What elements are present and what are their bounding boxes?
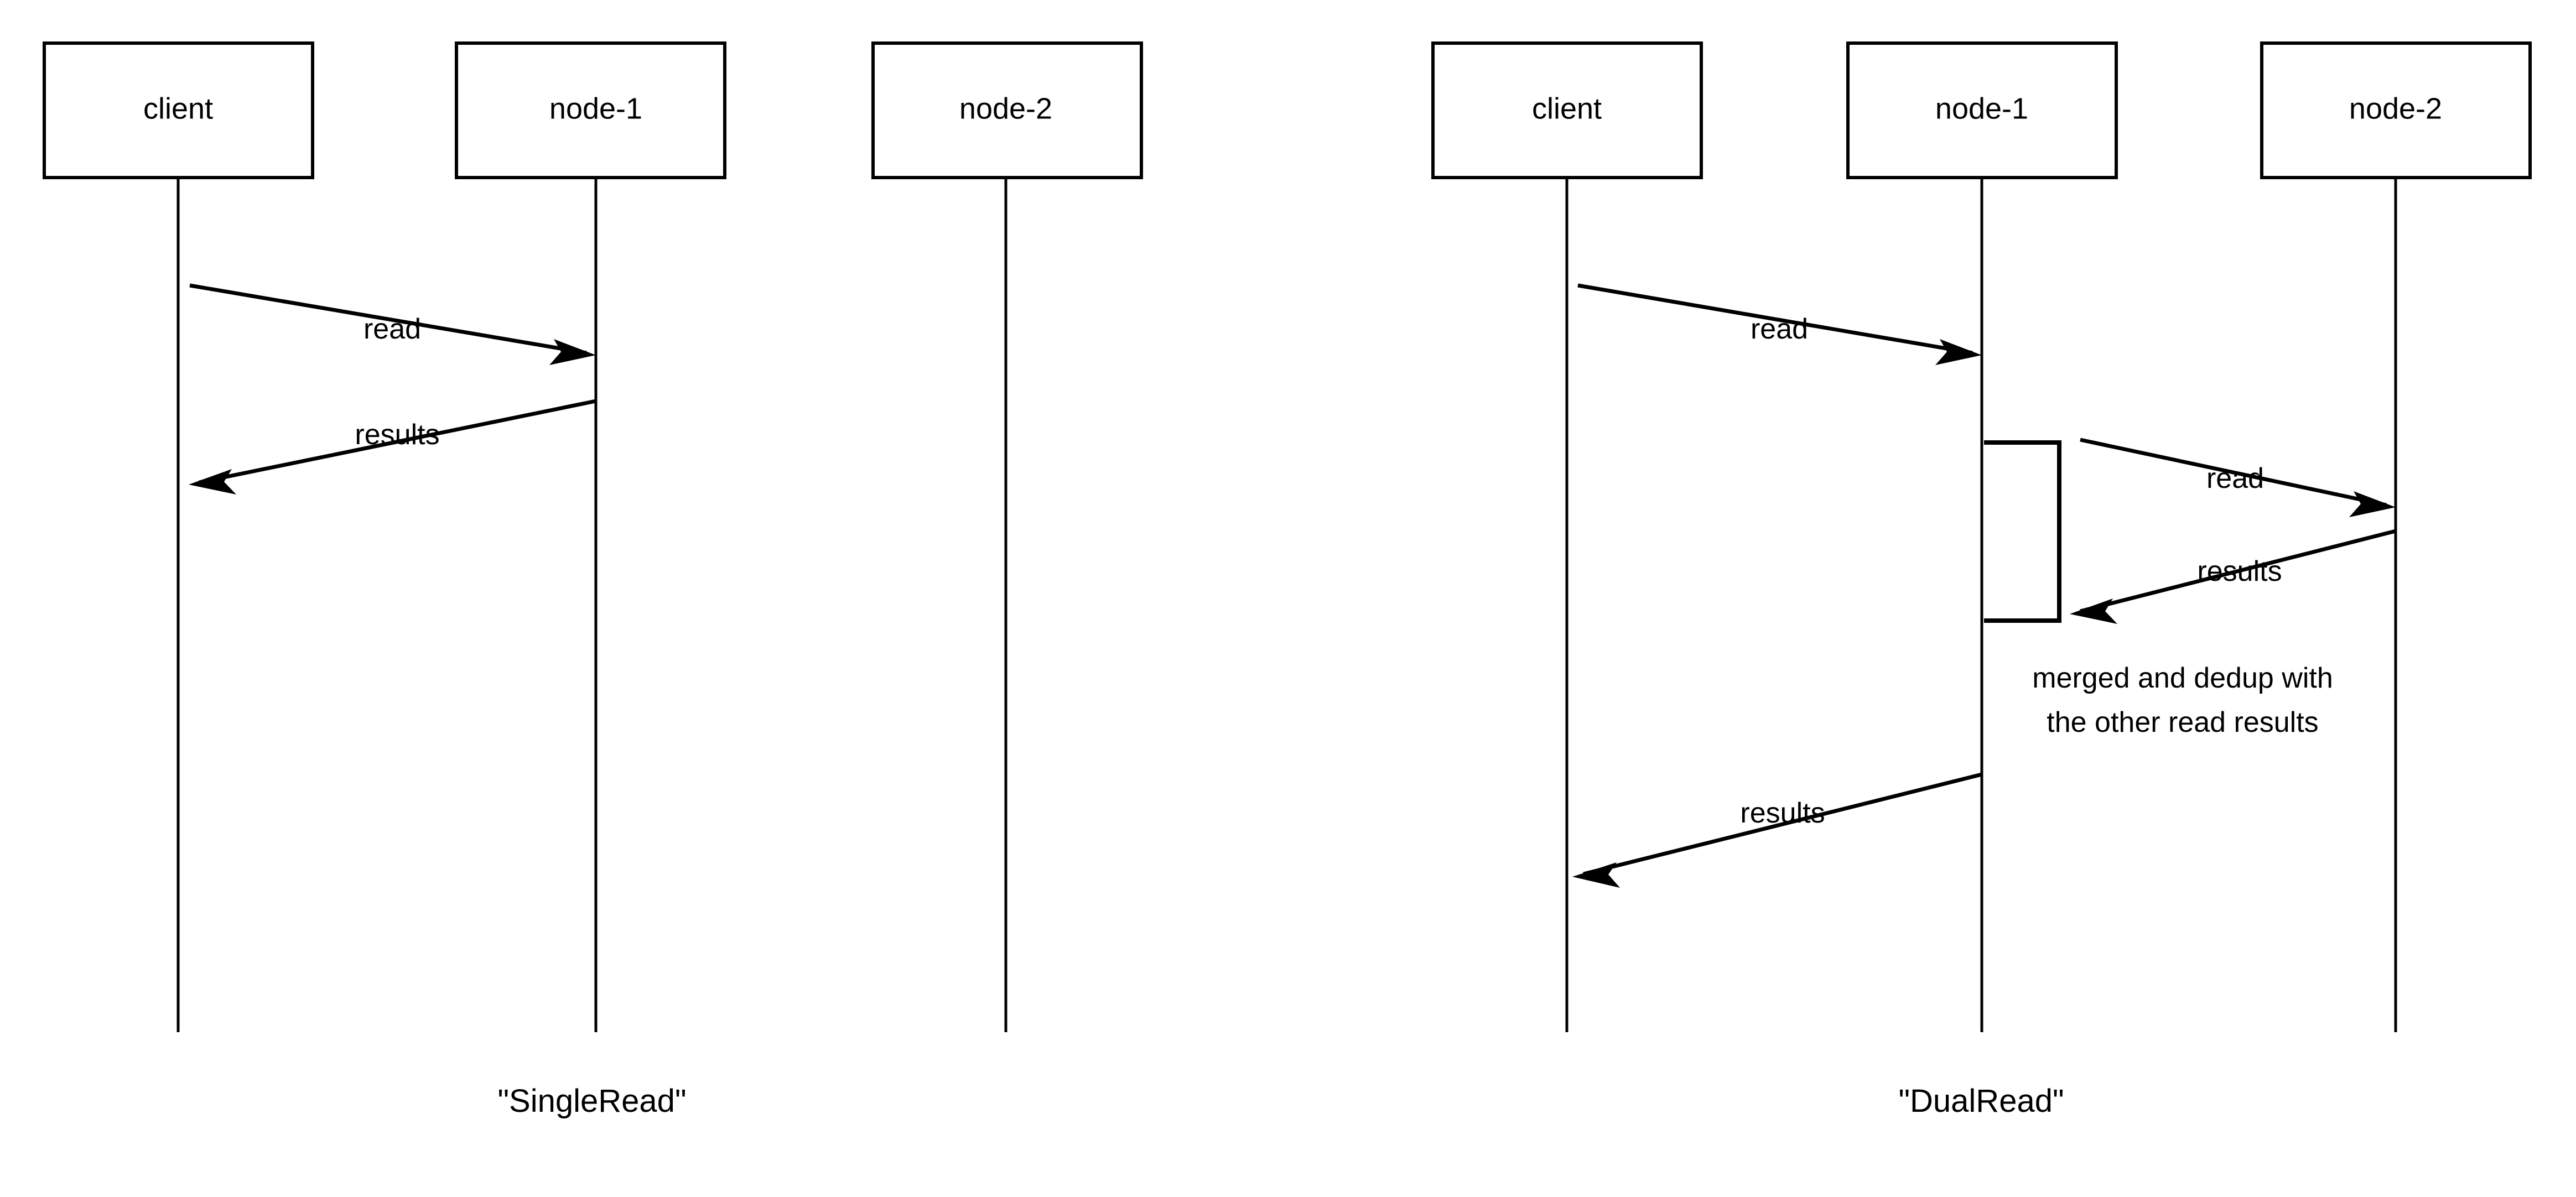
participant-box-node-1-single <box>455 41 726 179</box>
participant-label-client-dual: client <box>1532 92 1602 125</box>
participant-box-client-single <box>43 41 314 179</box>
participant-box-node-2-single <box>871 41 1143 179</box>
message-read-node-1-to-node-2-dual: read <box>2080 438 2396 517</box>
arrow-head-read-1-dual <box>1935 339 1982 365</box>
participant-label-node-2-dual: node-2 <box>2349 92 2442 125</box>
message-line-read-single <box>189 283 587 355</box>
participant-label-node-2-single: node-2 <box>959 92 1052 125</box>
participant-label-node-1-single: node-1 <box>549 92 642 125</box>
note-merged-dedup-dual: merged and dedup with the other read res… <box>2032 662 2333 738</box>
message-line-results-single <box>199 399 596 485</box>
arrow-head-results-final-dual <box>1572 862 1620 888</box>
note-line-2-merged-dedup: the other read results <box>2047 706 2318 738</box>
message-read-client-to-node-1-dual: read <box>1577 283 1982 365</box>
participant-box-client-dual <box>1431 41 1703 179</box>
participant-label-node-1-dual: node-1 <box>1935 92 2028 125</box>
message-results-node-1-to-client-dual: results <box>1572 772 1982 888</box>
arrow-head-read-single <box>549 339 596 365</box>
activation-bracket-node-1-dual <box>1984 440 2061 623</box>
participant-label-client-single: client <box>143 92 213 125</box>
message-results-node-1-to-client-single: results <box>189 399 596 495</box>
note-line-1-merged-dedup: merged and dedup with <box>2032 662 2333 694</box>
message-line-read-1-dual <box>1577 283 1973 355</box>
message-label-read-single: read <box>363 313 421 345</box>
arrow-head-read-2-dual <box>2349 491 2396 517</box>
message-read-client-to-node-1-single: read <box>189 283 596 365</box>
message-label-read-2-dual: read <box>2206 462 2264 495</box>
participant-box-node-2-dual <box>2260 41 2532 179</box>
message-line-results-final-dual <box>1583 772 1982 876</box>
message-results-node-2-to-node-1-dual: results <box>2070 529 2396 624</box>
message-label-results-final-dual: results <box>1740 797 1825 829</box>
message-label-results-single: results <box>355 419 439 451</box>
panel-dual-read: client node-1 node-2 read read <box>1431 41 2532 1119</box>
panel-caption-dual-read: "DualRead" <box>1898 1083 2064 1119</box>
participant-box-node-1-dual <box>1846 41 2118 179</box>
message-line-read-2-dual <box>2080 438 2387 507</box>
panel-caption-single-read: "SingleRead" <box>497 1083 686 1119</box>
message-line-results-2-dual <box>2080 529 2396 613</box>
message-label-read-1-dual: read <box>1751 313 1808 345</box>
message-label-results-2-dual: results <box>2197 555 2282 587</box>
panel-single-read: client node-1 node-2 read results "Singl… <box>43 41 1143 1119</box>
arrow-head-results-2-dual <box>2070 598 2117 624</box>
arrow-head-results-single <box>189 469 236 495</box>
